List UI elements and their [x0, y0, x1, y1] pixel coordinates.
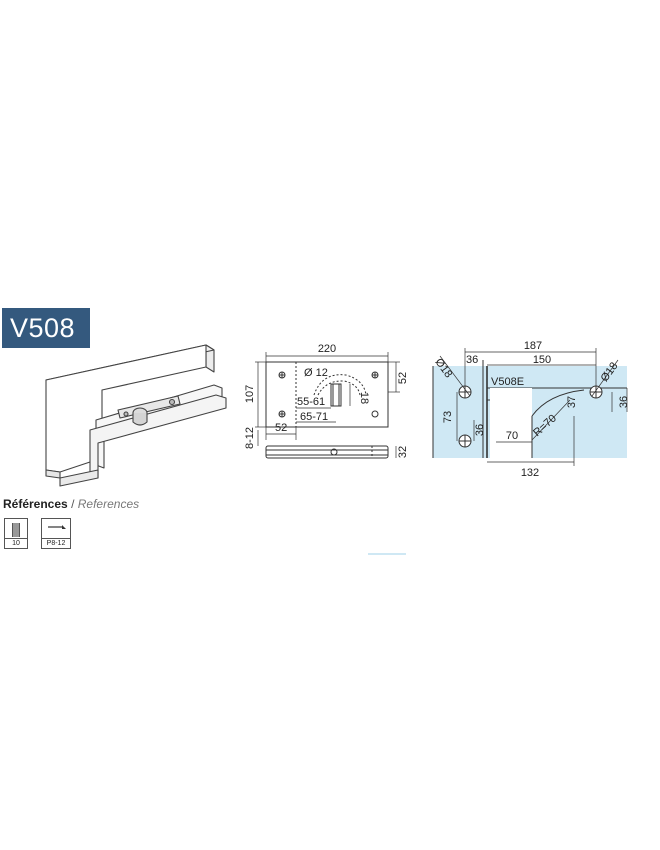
- product-code: V508: [10, 313, 76, 343]
- glass-thickness-icon: [48, 525, 66, 529]
- dim-front-slot-range: 55-61: [297, 396, 325, 408]
- dim-plan-left-hole-offset: 36: [474, 424, 486, 436]
- dim-plan-overall-depth: 132: [521, 467, 539, 479]
- profile-bar: [265, 445, 389, 459]
- dim-plan-vertical-pitch: 73: [442, 411, 454, 423]
- dim-plan-right-hole-offset: 37: [566, 396, 578, 408]
- dim-front-left-offset: 52: [275, 422, 287, 434]
- dim-front-inner-offset: 65-71: [300, 411, 328, 423]
- reference-item-package: 10: [4, 518, 28, 549]
- dim-plan-inner-depth: 70: [506, 430, 518, 442]
- dim-front-overall-width: 220: [318, 343, 336, 355]
- reference-item-glass-thickness: P8-12: [41, 518, 71, 549]
- hole-bottom-right: [371, 410, 379, 418]
- plan-variant-label: V508E: [491, 376, 524, 388]
- front-view: [265, 361, 389, 459]
- plan-view: [432, 360, 627, 458]
- dim-front-right-offset: 52: [397, 372, 409, 384]
- dim-plan-inner-width: 150: [533, 354, 551, 366]
- product-code-badge: V508: [2, 308, 90, 348]
- dim-plan-edge-offset: 36: [466, 354, 478, 366]
- references-separator: /: [71, 497, 75, 511]
- dim-plan-overall-width: 187: [524, 340, 542, 352]
- plan-dimension-lines: [439, 348, 628, 466]
- references-heading: Références / References: [3, 497, 139, 511]
- dim-front-height: 107: [244, 385, 256, 403]
- references-label-en: References: [77, 497, 140, 511]
- dim-front-hole-dia: Ø 12: [304, 367, 328, 379]
- dim-front-hole-height: 18: [358, 392, 370, 404]
- dim-plan-right-height: 36: [618, 396, 630, 408]
- references-label-fr: Références: [3, 497, 68, 511]
- radius-arc: [531, 389, 585, 417]
- pivot-pin: [330, 383, 342, 407]
- front-dimension-lines: [255, 352, 400, 458]
- front-plate-outline: [265, 361, 389, 428]
- dim-front-depth: 32: [397, 446, 409, 458]
- package-icon: [12, 523, 20, 537]
- glass-thickness-caption: P8-12: [42, 538, 70, 548]
- package-caption: 10: [5, 538, 27, 548]
- accent-mark: [368, 553, 406, 555]
- dim-glass-thickness: 8-12: [244, 427, 256, 449]
- product-illustration: [45, 344, 227, 487]
